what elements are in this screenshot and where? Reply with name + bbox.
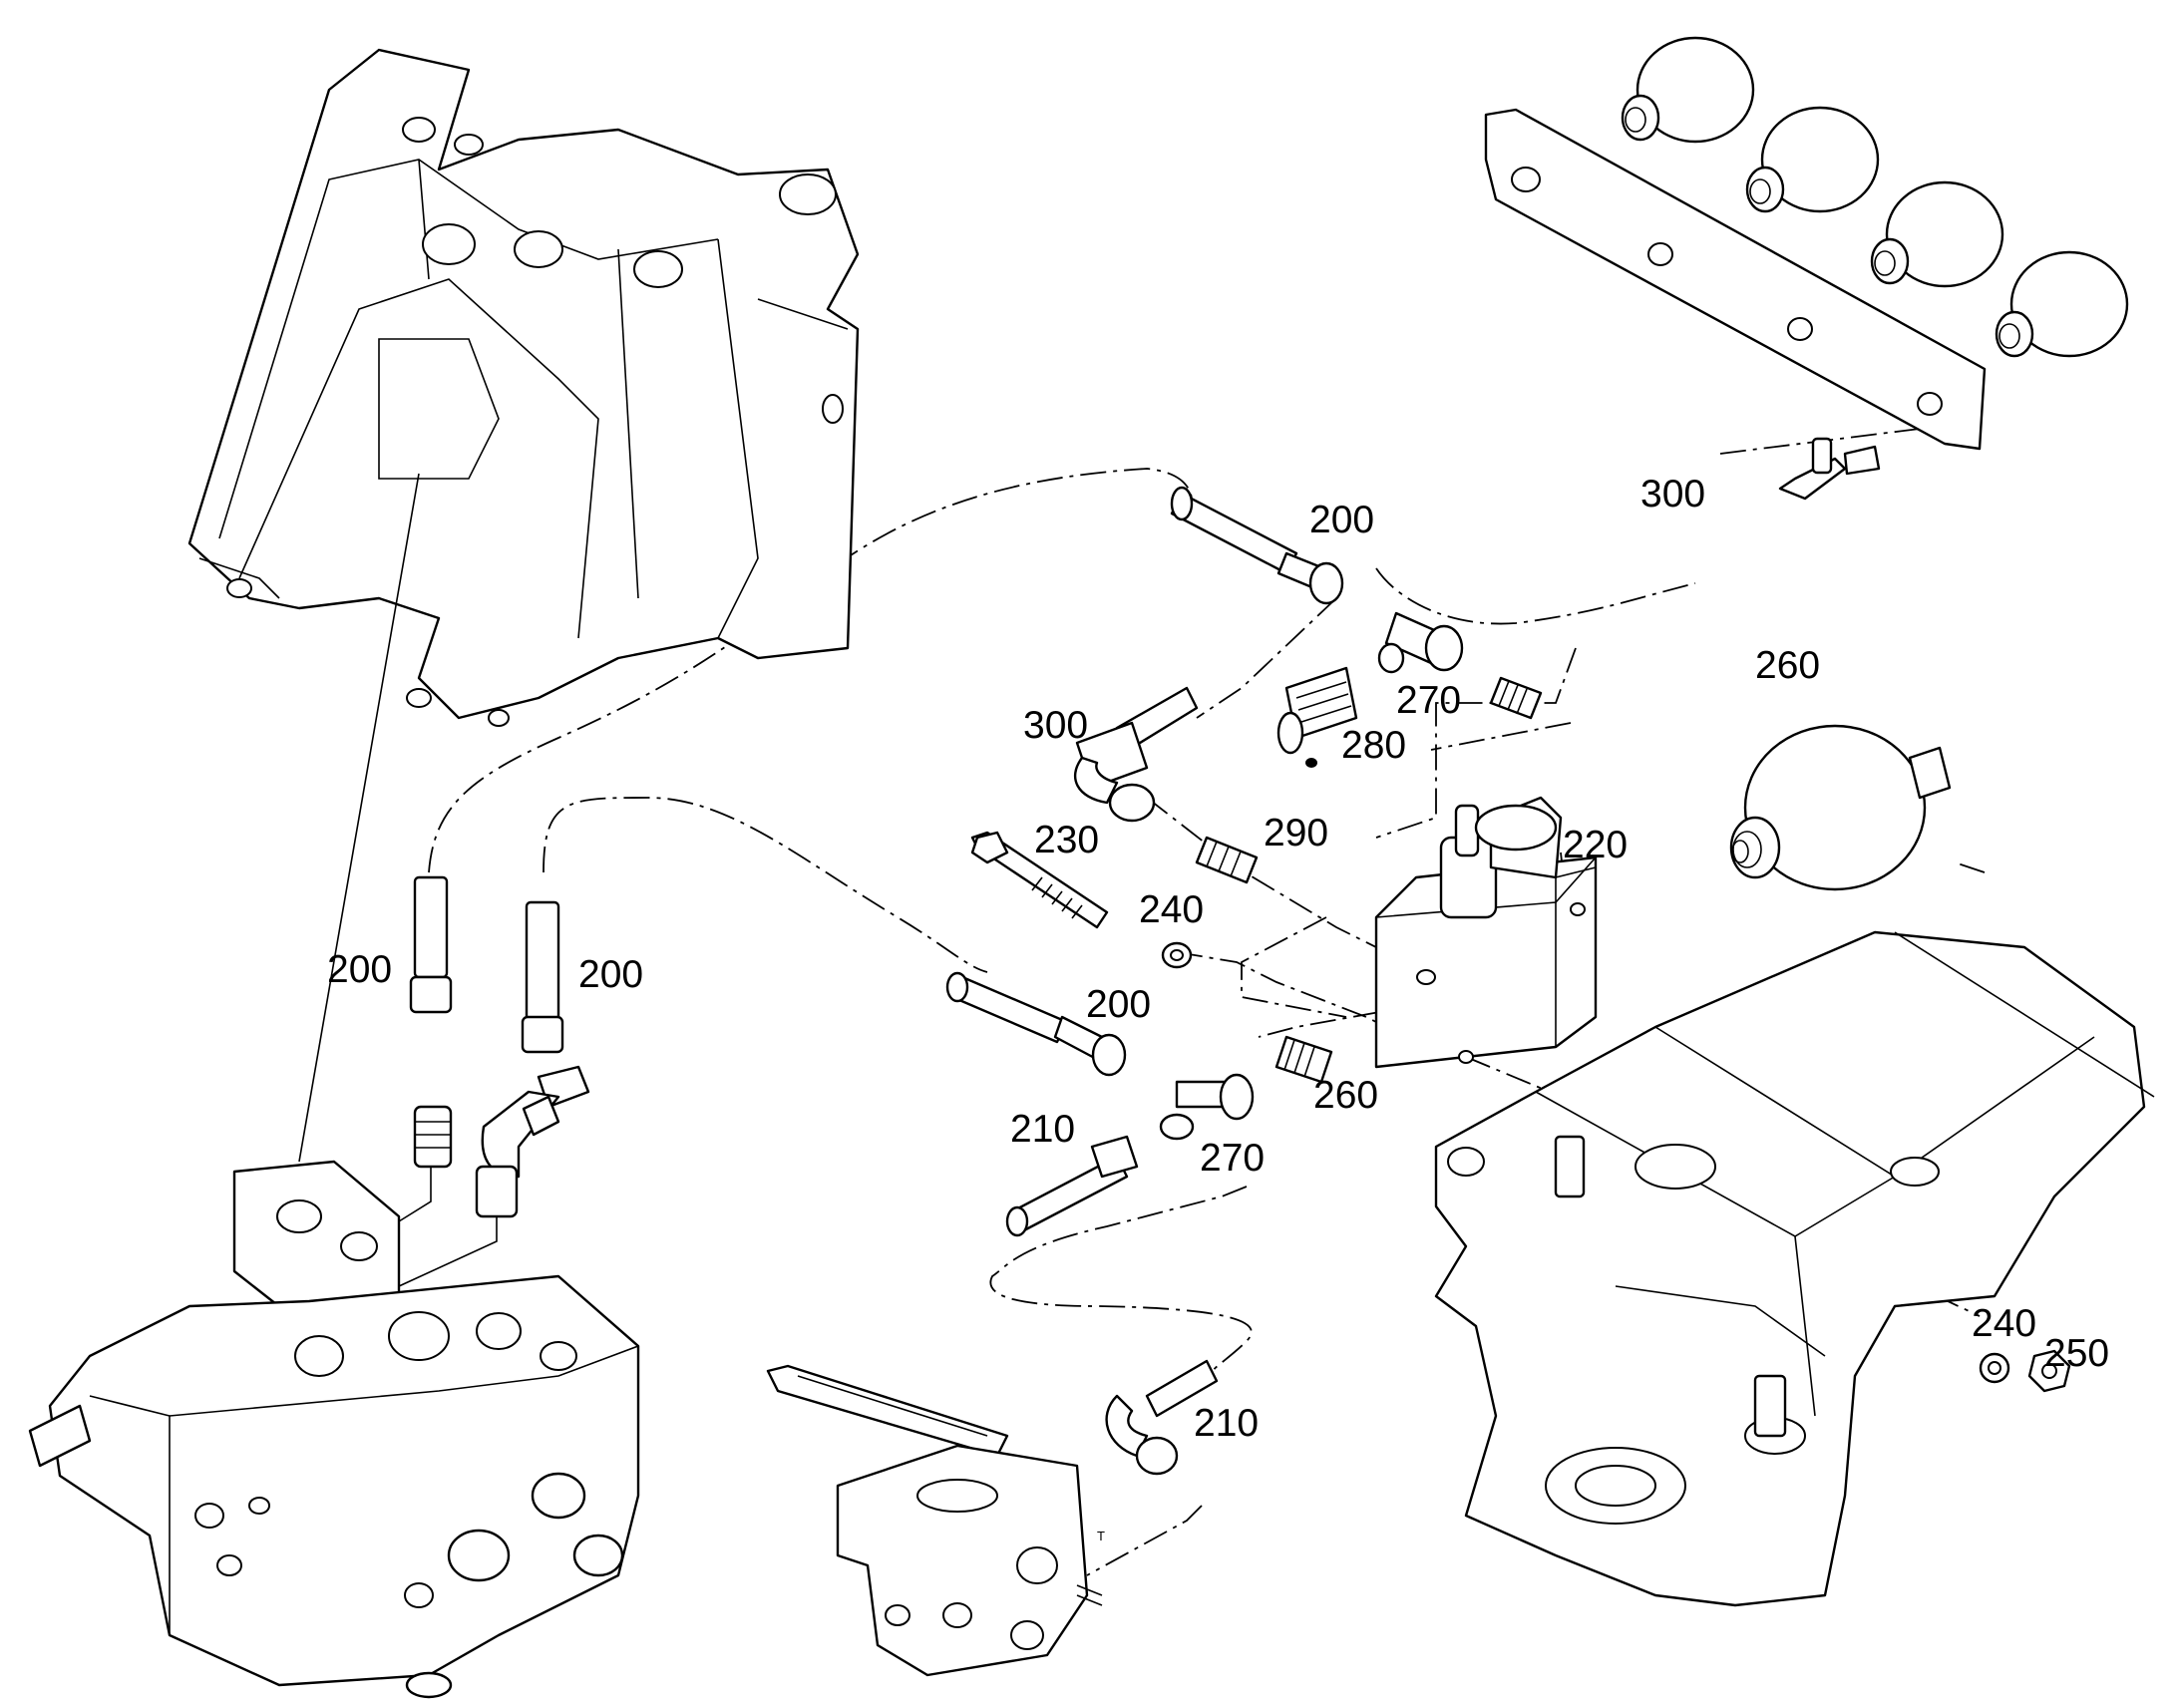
callout-270: 270	[1396, 679, 1461, 722]
callout-labels: 200 300 260 270 280 300 290 230 220 240 …	[327, 473, 2109, 1445]
callout-200: 200	[1086, 983, 1151, 1026]
tee-fitting-icon	[1377, 611, 1464, 674]
accumulator-icon	[1729, 724, 1952, 891]
hose-icon	[1170, 486, 1344, 605]
adapter-fitting-icon	[1274, 1035, 1333, 1084]
callout-220: 220	[1563, 824, 1628, 866]
callout-240: 240	[1972, 1302, 2036, 1345]
callout-260: 260	[1755, 644, 1820, 687]
callout-200: 200	[327, 948, 392, 991]
hose-icon	[409, 875, 564, 1054]
callout-250: 250	[2044, 1332, 2109, 1375]
nut-icon	[2027, 1349, 2071, 1393]
hose-icon	[945, 971, 1127, 1077]
adapter-fitting-icon	[413, 1105, 453, 1169]
valve-block-icon	[1374, 796, 1598, 1069]
callout-210: 210	[1010, 1108, 1075, 1151]
callout-230: 230	[1034, 819, 1099, 861]
test-coupling-icon	[1276, 666, 1358, 768]
callout-290: 290	[1264, 812, 1328, 854]
tee-fitting-icon	[475, 1065, 590, 1218]
adapter-fitting-icon	[1489, 676, 1543, 720]
callout-280: 280	[1341, 724, 1406, 767]
leader-lines	[298, 473, 1597, 1287]
callout-270: 270	[1200, 1137, 1265, 1180]
foot-pedal-valve-icon	[766, 1364, 1103, 1677]
control-valve-block-icon	[28, 1160, 640, 1699]
callout-260: 260	[1313, 1074, 1378, 1117]
port-marker: T	[1097, 1529, 1105, 1543]
loader-lift-arm-icon	[187, 48, 860, 727]
callout-240: 240	[1139, 888, 1204, 931]
callout-210: 210	[1194, 1402, 1259, 1445]
elbow-hose-icon	[1073, 686, 1199, 823]
test-coupling-icon	[1778, 437, 1881, 501]
bolt-icon	[970, 831, 1109, 929]
adapter-fitting-icon	[1195, 836, 1259, 884]
tee-fitting-icon	[1159, 1073, 1255, 1141]
elbow-hose-icon	[1105, 1359, 1219, 1476]
washer-icon	[1161, 941, 1193, 969]
accumulator-icon	[1621, 36, 2129, 358]
hose-icon	[1005, 1135, 1139, 1237]
callout-200: 200	[1309, 499, 1374, 541]
washer-icon	[1979, 1352, 2010, 1384]
chassis-frame-icon	[1434, 930, 2155, 1607]
callout-300: 300	[1640, 473, 1705, 515]
callout-200: 200	[578, 953, 643, 996]
accumulator-bracket-icon	[1484, 108, 1987, 451]
callout-300: 300	[1023, 704, 1088, 747]
